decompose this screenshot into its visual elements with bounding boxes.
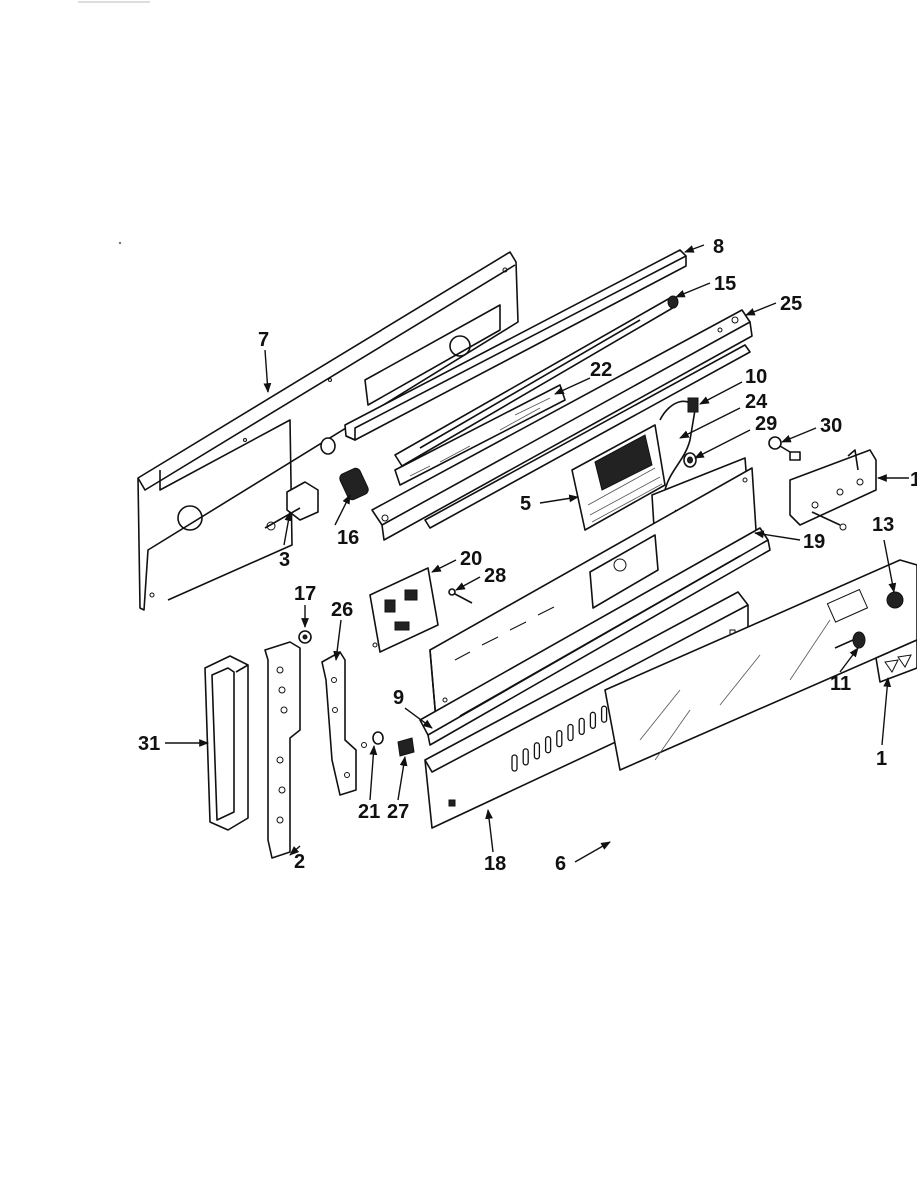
- part-31-end-cap: [204, 655, 249, 831]
- part-11-knob: [834, 631, 866, 649]
- vent-slot: [511, 754, 518, 772]
- callout-1: 1: [876, 748, 887, 770]
- leader-5: [539, 494, 579, 504]
- part-1-keypad: [875, 639, 917, 683]
- part-15-rod: [394, 295, 679, 467]
- leader-19: [754, 530, 801, 541]
- leader-21: [369, 745, 378, 801]
- part-2-hinge-plate: [264, 641, 301, 859]
- vent-slot: [533, 742, 541, 760]
- callout-13: 13: [872, 514, 894, 536]
- leader-20: [431, 559, 457, 573]
- leader-8: [404, 707, 433, 729]
- callout-2: 2: [294, 851, 305, 873]
- part-right-bracket: [789, 449, 877, 531]
- leader-9: [574, 841, 611, 863]
- vent-slot: [600, 705, 608, 723]
- callout-28: 28: [484, 565, 506, 587]
- callout-11: 11: [830, 673, 851, 695]
- leader-29: [694, 429, 751, 459]
- callout-edge-1: 1: [910, 469, 917, 491]
- callout-26: 26: [331, 599, 353, 621]
- callout-20: 20: [460, 548, 482, 570]
- callout-25: 25: [780, 293, 802, 315]
- part-26-side-bracket: [321, 651, 357, 796]
- callout-22: 22: [590, 359, 612, 381]
- callout-16: 16: [337, 527, 359, 549]
- callout-17: 17: [294, 583, 316, 605]
- vent-slot: [544, 736, 552, 754]
- callout-5: 5: [520, 493, 531, 515]
- part-29-grommet: [683, 452, 697, 468]
- leader-13: [883, 539, 897, 593]
- part-30-switch: [768, 436, 801, 461]
- part-25-channel: [371, 309, 753, 541]
- leader-10: [699, 381, 743, 405]
- vent-slot: [567, 723, 574, 742]
- part-27-fitting: [397, 737, 415, 757]
- part-10-harness: [659, 397, 699, 491]
- leader-11: [839, 647, 859, 673]
- callout-10: 10: [745, 366, 767, 388]
- leader-30: [781, 427, 817, 443]
- leader-28: [455, 576, 481, 591]
- callout-27: 27: [387, 801, 409, 823]
- part-22-mesh: [394, 384, 566, 486]
- scan-speck: [118, 241, 122, 245]
- leader-7: [263, 349, 272, 393]
- callout-24: 24: [745, 391, 768, 413]
- part-21-fitting: [361, 731, 384, 748]
- leader-24: [679, 407, 741, 439]
- callout-3: 3: [279, 549, 290, 571]
- part-8-long-bar: [419, 527, 771, 746]
- part-9-glass-panel: [604, 559, 917, 771]
- leader-6: [684, 244, 705, 253]
- part-16-gear: [320, 437, 369, 501]
- callout-19: 19: [803, 531, 825, 553]
- leader-2: [289, 845, 301, 856]
- leader-25: [745, 302, 777, 316]
- leader-1: [881, 677, 892, 746]
- callout-31: 31: [138, 733, 160, 755]
- callout-29: 29: [755, 413, 777, 435]
- callout-8: 9: [393, 687, 404, 709]
- callout-15: 15: [714, 273, 736, 295]
- callout-leaders: [165, 244, 909, 863]
- part-20-circuit-board: [369, 567, 439, 653]
- leader-18: [485, 809, 494, 853]
- callout-18: 18: [484, 853, 506, 875]
- vent-slot: [578, 717, 585, 736]
- callout-30: 30: [820, 415, 842, 437]
- leader-27: [397, 756, 408, 801]
- leader-22: [554, 377, 591, 395]
- callout-labels: 8 15 25 7 22 10 24 29 30 1 5 16 3 19 13 …: [138, 236, 917, 875]
- part-3-bracket: [264, 481, 319, 531]
- leader-15: [675, 282, 711, 298]
- vent-slot: [589, 711, 597, 729]
- callout-21: 21: [358, 801, 380, 823]
- part-6-top-trim: [344, 249, 687, 441]
- part-7-rear-panel: [137, 251, 519, 611]
- callout-9: 6: [555, 853, 566, 875]
- leader-16: [334, 494, 351, 526]
- part-17-nut: [298, 630, 312, 644]
- vent-slot: [522, 748, 529, 766]
- part-5-control-board: [571, 424, 666, 531]
- part-28-screw: [448, 588, 473, 604]
- leader-3: [283, 511, 293, 546]
- callout-7: 7: [258, 329, 269, 351]
- callout-6: 8: [713, 236, 724, 258]
- leader-26: [333, 619, 342, 661]
- vent-slot: [556, 729, 563, 748]
